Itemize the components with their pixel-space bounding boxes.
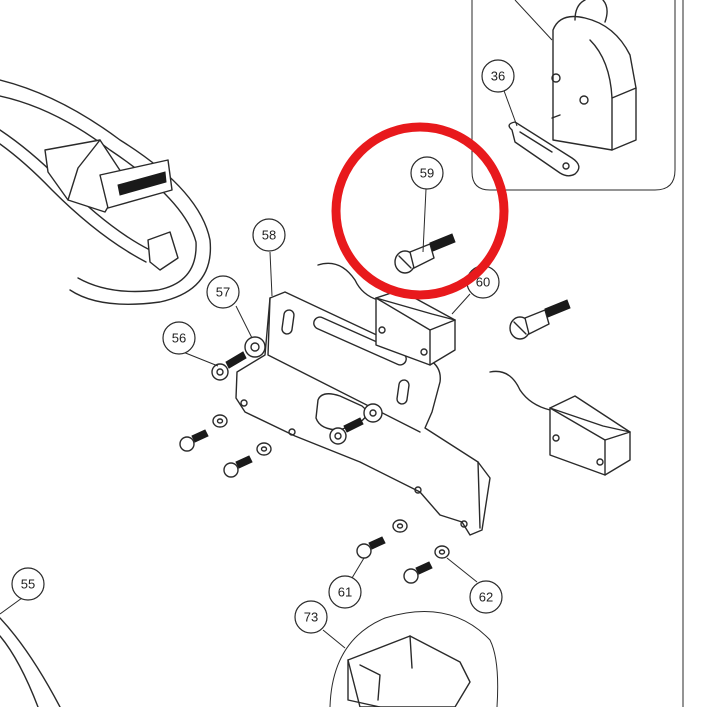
sensor-right — [489, 370, 631, 476]
cable-55 — [0, 597, 61, 707]
leader-lines — [182, 188, 478, 583]
svg-text:73: 73 — [304, 610, 318, 625]
svg-text:55: 55 — [21, 577, 35, 592]
callout-36: 36 — [481, 59, 515, 93]
sensor-60 — [317, 262, 456, 366]
svg-text:36: 36 — [491, 69, 505, 84]
callout-55: 55 — [11, 567, 45, 601]
hardware-61-62 — [356, 519, 450, 584]
screw-56 — [211, 351, 247, 381]
callout-58: 58 — [252, 218, 286, 252]
callout-57: 57 — [206, 275, 240, 309]
svg-text:57: 57 — [216, 285, 230, 300]
cable-harness-left — [0, 79, 212, 305]
detail-73 — [322, 611, 499, 707]
svg-text:56: 56 — [172, 331, 186, 346]
main-bracket — [235, 291, 491, 536]
svg-text:62: 62 — [479, 590, 493, 605]
detail-inset-top-right — [471, 0, 676, 191]
shoulder-screw-right — [509, 299, 571, 340]
shoulder-screw-59 — [394, 233, 456, 274]
callout-61: 61 — [328, 575, 362, 609]
svg-text:59: 59 — [420, 166, 434, 181]
highlight-ring-59 — [331, 122, 509, 300]
callout-56: 56 — [162, 321, 196, 355]
callout-73: 73 — [294, 600, 328, 634]
svg-text:58: 58 — [262, 228, 276, 243]
svg-text:60: 60 — [476, 275, 490, 290]
hardware-lower-left — [179, 414, 272, 478]
svg-text:61: 61 — [338, 585, 352, 600]
callout-62: 62 — [469, 580, 503, 614]
callout-59: 59 — [410, 156, 444, 190]
screw-slot — [329, 417, 364, 445]
